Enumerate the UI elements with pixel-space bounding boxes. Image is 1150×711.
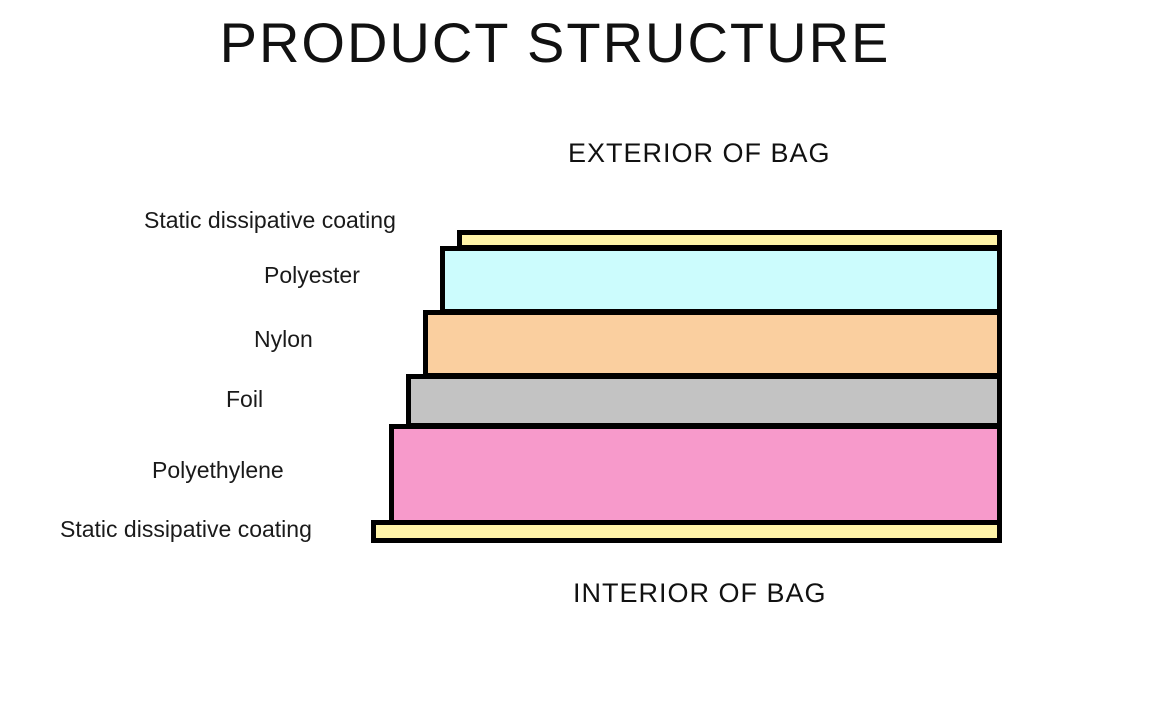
layer-foil [406,374,1002,428]
page-title: PRODUCT STRUCTURE [219,11,891,74]
label-nylon: Nylon [254,326,313,352]
exterior-label: EXTERIOR OF BAG [568,138,831,168]
label-foil: Foil [226,386,264,412]
layer-polyester [440,246,1002,314]
label-static-coating-inner: Static dissipative coating [60,516,312,542]
label-polyethylene: Polyethylene [152,457,284,483]
interior-label: INTERIOR OF BAG [573,578,827,608]
label-static-coating-outer: Static dissipative coating [144,207,396,233]
layer-nylon [423,310,1002,378]
layer-static-coating-inner [371,520,1002,543]
label-polyester: Polyester [264,262,360,288]
layer-polyethylene [389,424,1002,526]
